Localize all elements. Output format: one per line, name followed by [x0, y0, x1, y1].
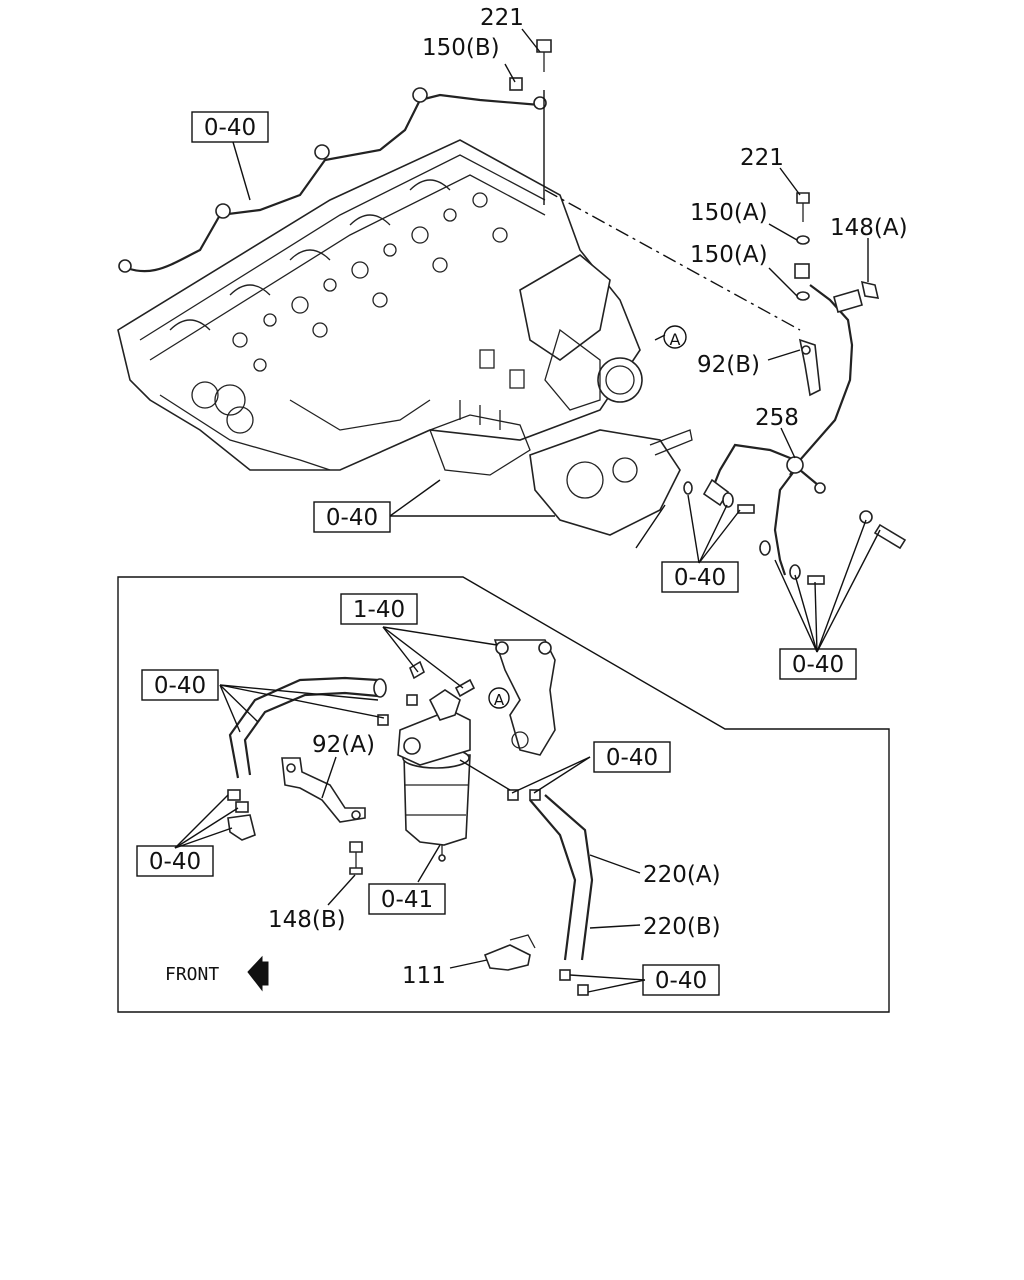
- ref-box-0-41: [368, 883, 446, 915]
- ref-box-inset-bottom-left: [136, 845, 214, 877]
- callout-148b: 148(B): [268, 907, 346, 933]
- ref-box-1-40: [340, 593, 418, 625]
- ref-box-inset-bottom-left-text: 0-40: [149, 849, 201, 875]
- ref-box-inset-left: [141, 669, 219, 701]
- ref-box-mid-left-text: 0-40: [326, 505, 378, 531]
- ref-box-inset-right-text: 0-40: [606, 745, 658, 771]
- fuel-return-line: [683, 192, 907, 585]
- ref-box-inset-right: [593, 741, 671, 773]
- front-arrow: [247, 955, 269, 992]
- ref-box-right-text: 0-40: [792, 652, 844, 678]
- callout-150a-1: 150(A): [690, 200, 768, 226]
- ref-box-mid-left: [313, 501, 391, 533]
- ref-box-top-left: [191, 111, 269, 143]
- callout-111: 111: [402, 963, 446, 989]
- callout-92a: 92(A): [312, 732, 375, 758]
- ref-box-top-left-text: 0-40: [204, 115, 256, 141]
- upper-leader-lines: [232, 28, 881, 653]
- front-label: FRONT: [165, 964, 219, 985]
- callout-150b: 150(B): [422, 35, 500, 61]
- callout-258: 258: [755, 405, 799, 431]
- injection-pump-illustration: [429, 400, 693, 536]
- svg-text:A: A: [670, 330, 681, 349]
- callout-221-right: 221: [740, 145, 784, 171]
- callout-148a: 148(A): [830, 215, 908, 241]
- inset-frame: [117, 576, 890, 1013]
- fuel-hoses: [227, 660, 594, 996]
- ref-box-right: [779, 648, 857, 680]
- callout-150a-2: 150(A): [690, 242, 768, 268]
- inset-leader-lines: [174, 626, 646, 993]
- reference-marker-a-upper: A: [663, 325, 687, 349]
- svg-text:A: A: [494, 691, 505, 709]
- callout-92b: 92(B): [697, 352, 760, 378]
- hose-clip-111: [483, 934, 536, 971]
- callout-221-top: 221: [480, 5, 524, 31]
- injector-pipe: [118, 39, 552, 273]
- ref-box-1-40-text: 1-40: [353, 597, 405, 623]
- ref-box-inset-left-text: 0-40: [154, 673, 206, 699]
- ref-box-0-41-text: 0-41: [381, 887, 433, 913]
- callout-220a: 220(A): [643, 862, 721, 888]
- ref-box-mid-right-text: 0-40: [674, 565, 726, 591]
- callout-220b: 220(B): [643, 914, 721, 940]
- ref-box-mid-right: [661, 561, 739, 593]
- ref-box-inset-bottom-right-text: 0-40: [655, 968, 707, 994]
- reference-boxes: 0-40 0-40 0-40 0-40 1-40 0-40 0-40 0-40 …: [136, 111, 857, 996]
- fuel-filter-illustration: A: [397, 639, 556, 862]
- bracket-92a: [281, 757, 366, 875]
- cylinder-head-illustration: [117, 139, 643, 471]
- ref-box-inset-bottom-right: [642, 964, 720, 996]
- callout-labels: 221 150(B) 221 150(A) 148(A) 150(A) 92(B…: [165, 5, 908, 989]
